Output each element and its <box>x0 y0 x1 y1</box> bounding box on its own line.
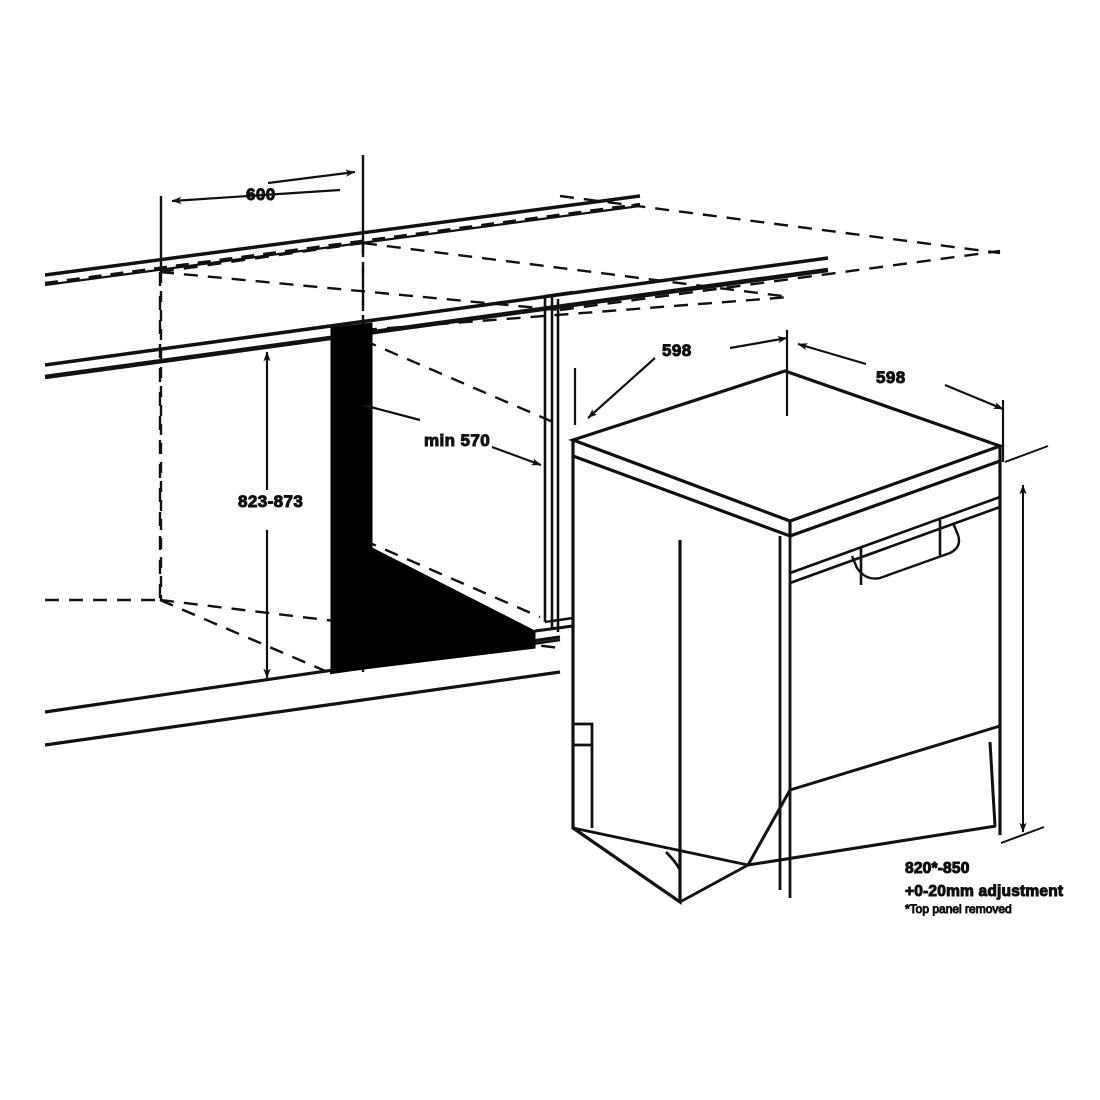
note-footnote: *Top panel removed <box>905 902 1012 916</box>
dimension-min-570-label: min 570 <box>424 431 490 450</box>
dimension-height-vertical <box>1000 445 1049 844</box>
extension-lines-600 <box>159 155 365 272</box>
cabinet-carcass <box>44 155 1001 747</box>
dimension-823-873-label: 823-873 <box>238 492 303 511</box>
appliance-plinth <box>746 724 1002 867</box>
niche-opening-solid <box>330 322 536 674</box>
appliance-top-thickness-inner <box>572 454 791 538</box>
dimension-600 <box>171 169 356 204</box>
note-adjustment: +0-20mm adjustment <box>905 883 1063 900</box>
dimension-600-label: 600 <box>246 185 276 204</box>
worktop-upper-hidden-edge <box>44 202 641 285</box>
note-block: 820*-850 +0-20mm adjustment *Top panel r… <box>905 860 1064 917</box>
dimension-598-depth-label: 598 <box>662 341 692 360</box>
dimension-598-depth <box>573 330 789 425</box>
appliance-left-side <box>571 456 682 906</box>
appliance-control-panel <box>789 459 1001 585</box>
appliance-left-foot <box>572 722 749 904</box>
dimension-598-width-label: 598 <box>876 368 906 387</box>
dishwasher-appliance <box>568 369 1005 906</box>
dimension-598-width <box>797 342 1005 462</box>
dimension-min-570 <box>362 403 542 467</box>
appliance-door-handle <box>850 522 961 580</box>
note-height-range: 820*-850 <box>905 860 970 877</box>
backwall-hidden-trace <box>559 194 1001 255</box>
appliance-front-corner-column <box>778 536 792 898</box>
worktop-upper-slab <box>44 194 641 287</box>
worktop-front-slab <box>44 256 829 380</box>
niche-right-panel-edge <box>534 624 574 633</box>
niche-right-panel <box>543 290 574 632</box>
